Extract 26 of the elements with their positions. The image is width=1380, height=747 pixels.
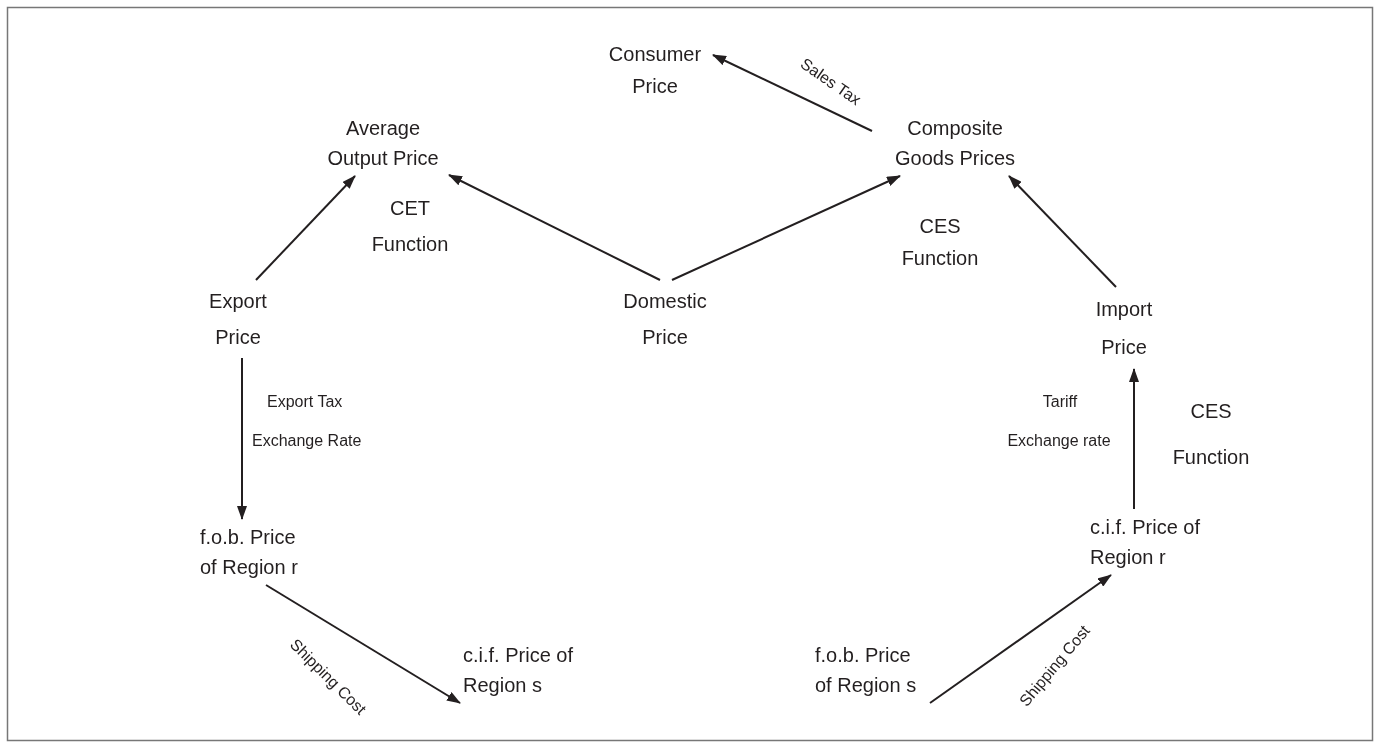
- price-label: c.i.f. Price of Region s: [463, 643, 575, 698]
- arrow: [1008, 175, 1117, 288]
- price-label: Export Price: [208, 289, 268, 350]
- price-label: Average Output Price: [326, 116, 440, 171]
- function-label: CES Function: [1171, 399, 1251, 470]
- price-label: c.i.f. Price of Region r: [1090, 515, 1202, 570]
- price-label: f.o.b. Price of Region r: [200, 525, 299, 580]
- function-label: CES Function: [900, 214, 980, 271]
- arrow: [448, 174, 661, 281]
- arrow: [929, 574, 1112, 704]
- price-label: Composite Goods Prices: [893, 116, 1017, 171]
- price-label: Domestic Price: [622, 289, 708, 350]
- arrow: [712, 54, 873, 132]
- arrow: [671, 175, 901, 281]
- arrow: [255, 175, 356, 281]
- price-label: Import Price: [1094, 297, 1154, 360]
- arrow: [265, 584, 461, 704]
- function-label: Exchange Rate: [252, 431, 362, 451]
- function-label: Tariff: [1042, 392, 1078, 412]
- price-label: f.o.b. Price of Region s: [815, 643, 918, 698]
- arrow: [1129, 368, 1139, 510]
- function-label: Export Tax: [267, 392, 343, 412]
- function-label: CET Function: [370, 196, 450, 257]
- price-label: Consumer Price: [607, 42, 703, 99]
- arrow: [237, 357, 247, 520]
- function-label: Exchange rate: [1007, 431, 1111, 451]
